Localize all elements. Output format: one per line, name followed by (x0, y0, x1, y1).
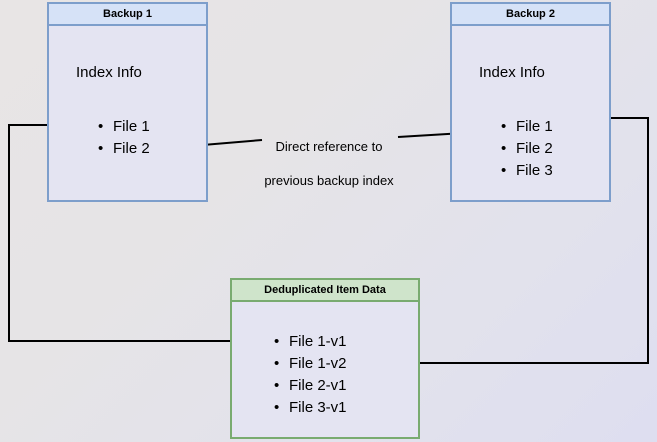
deduplicated-file-list: File 1-v1 File 1-v2 File 2-v1 File 3-v1 (274, 331, 347, 419)
node-backup-2-body: Index Info File 1 File 2 File 3 (452, 26, 609, 200)
backup-2-file-list: File 1 File 2 File 3 (501, 116, 553, 182)
node-deduplicated-header: Deduplicated Item Data (232, 280, 418, 302)
list-item: File 3-v1 (274, 397, 347, 419)
node-backup-1-body: Index Info File 1 File 2 (49, 26, 206, 200)
list-item: File 3 (501, 160, 553, 182)
list-item: File 2 (501, 138, 553, 160)
list-item: File 2-v1 (274, 375, 347, 397)
node-deduplicated-body: File 1-v1 File 1-v2 File 2-v1 File 3-v1 (232, 302, 418, 437)
list-item: File 1-v2 (274, 353, 347, 375)
edge-label-line-2: previous backup index (264, 173, 394, 188)
list-item: File 1 (501, 116, 553, 138)
edge-label-line-1: Direct reference to (275, 139, 383, 154)
backup-1-index-info-label: Index Info (76, 64, 142, 81)
node-backup-2[interactable]: Backup 2 Index Info File 1 File 2 File 3 (450, 2, 611, 202)
backup-1-file-list: File 1 File 2 (98, 116, 150, 160)
node-deduplicated-item-data[interactable]: Deduplicated Item Data File 1-v1 File 1-… (230, 278, 420, 439)
list-item: File 2 (98, 138, 150, 160)
node-backup-1[interactable]: Backup 1 Index Info File 1 File 2 (47, 2, 208, 202)
list-item: File 1-v1 (274, 331, 347, 353)
list-item: File 1 (98, 116, 150, 138)
edge-label-direct-reference: Direct reference to previous backup inde… (248, 121, 410, 206)
node-backup-2-header: Backup 2 (452, 4, 609, 26)
backup-2-index-info-label: Index Info (479, 64, 545, 81)
node-backup-1-header: Backup 1 (49, 4, 206, 26)
